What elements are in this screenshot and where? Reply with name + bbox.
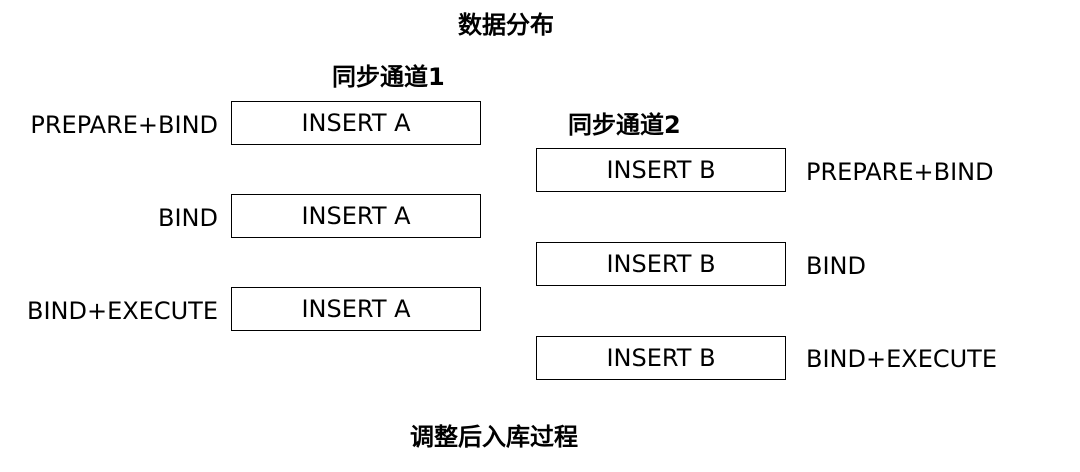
channel2-row2-box: INSERT B <box>536 242 786 286</box>
channel2-row1-label: PREPARE+BIND <box>806 158 994 186</box>
channel2-row3-label: BIND+EXECUTE <box>806 345 998 373</box>
channel1-row1-box: INSERT A <box>231 101 481 145</box>
process-caption: 调整后入库过程 <box>410 423 578 451</box>
channel1-row3-box: INSERT A <box>231 287 481 331</box>
channel1-row1-label: PREPARE+BIND <box>30 111 218 139</box>
channel2-row2-label: BIND <box>806 252 866 280</box>
channel1-title: 同步通道1 <box>332 63 445 91</box>
diagram-title: 数据分布 <box>458 11 554 39</box>
channel2-row3-box: INSERT B <box>536 336 786 380</box>
channel2-title: 同步通道2 <box>568 111 681 139</box>
channel2-row1-box: INSERT B <box>536 148 786 192</box>
channel1-row2-label: BIND <box>158 204 218 232</box>
channel1-row3-label: BIND+EXECUTE <box>26 297 218 325</box>
channel1-row2-box: INSERT A <box>231 194 481 238</box>
